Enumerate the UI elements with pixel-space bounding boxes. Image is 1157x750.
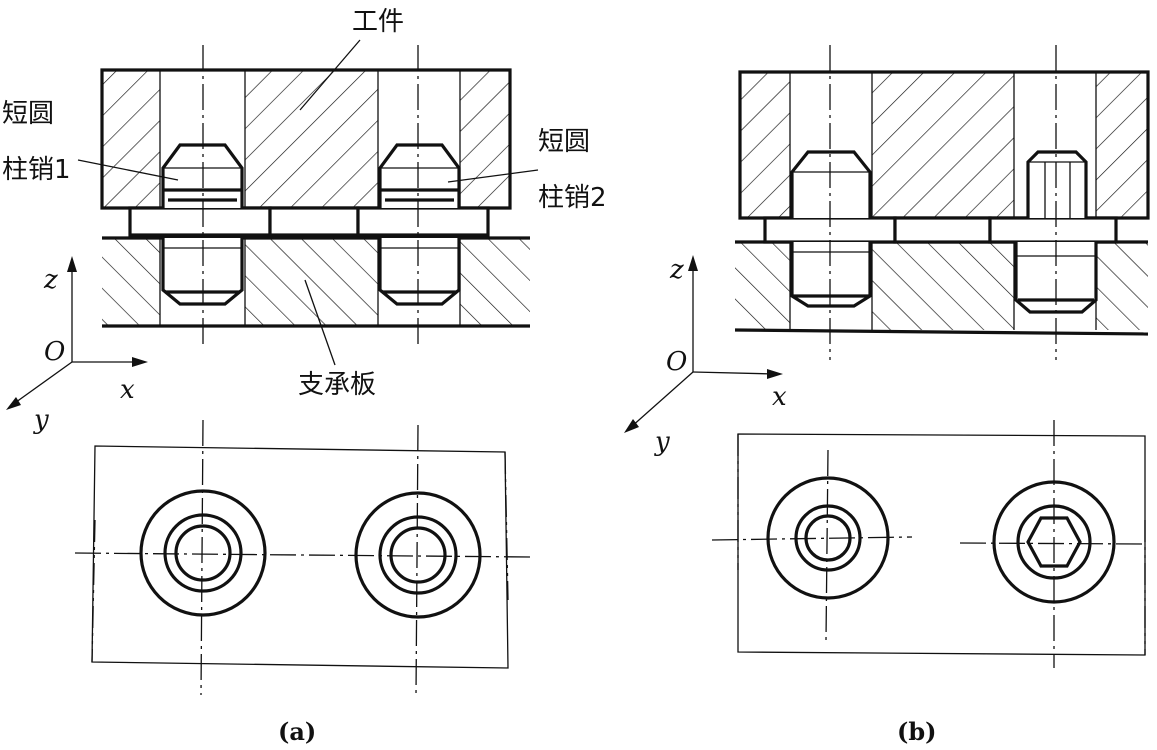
origin-label-a: O xyxy=(44,337,65,367)
figure-a-top-view: (a) xyxy=(74,419,531,746)
workpiece-a-middle xyxy=(245,70,378,208)
support-plate-a-left xyxy=(102,238,160,326)
axis-z-label-b: z xyxy=(669,255,684,285)
origin-label-b: O xyxy=(666,347,687,377)
pin2-label-line2: 柱销2 xyxy=(538,183,607,213)
workpiece-b-left xyxy=(740,72,790,218)
axis-x-label-a: x xyxy=(120,375,135,405)
support-plate-a-right xyxy=(460,238,530,326)
figure-a-section: 工件 短圆 柱销1 短圆 柱销2 支承板 z x y O xyxy=(2,7,607,435)
support-plate-label: 支承板 xyxy=(298,370,376,400)
axes-b: z x y O xyxy=(624,255,787,457)
caption-b: (b) xyxy=(897,717,937,746)
axis-z-label-a: z xyxy=(43,265,58,295)
workpiece-a-left xyxy=(102,70,160,208)
short-pin-2 xyxy=(378,143,461,306)
figure-b-top-view: (b) xyxy=(711,420,1146,746)
round-pin-b xyxy=(790,150,872,308)
axis-y-label-a: y xyxy=(33,405,49,435)
support-plate-a-middle xyxy=(245,238,378,326)
pin1-label-line2: 柱销1 xyxy=(2,155,71,185)
support-plate-b-middle xyxy=(872,242,1014,330)
axes-a: z x y O xyxy=(6,256,148,435)
caption-a: (a) xyxy=(278,717,316,746)
workpiece-label: 工件 xyxy=(352,7,404,37)
figure-b-section: z x y O xyxy=(624,45,1150,457)
axis-x-label-b: x xyxy=(772,382,787,412)
support-plate-b-left xyxy=(735,242,790,330)
axis-y-label-b: y xyxy=(654,427,670,457)
workpiece-a-right xyxy=(460,70,510,208)
support-plate-b-right xyxy=(1096,242,1148,330)
workpiece-b-right xyxy=(1096,72,1148,218)
workpiece-b-middle xyxy=(872,72,1014,218)
pin1-label-line1: 短圆 xyxy=(2,99,54,129)
pin2-label-line1: 短圆 xyxy=(538,127,590,157)
